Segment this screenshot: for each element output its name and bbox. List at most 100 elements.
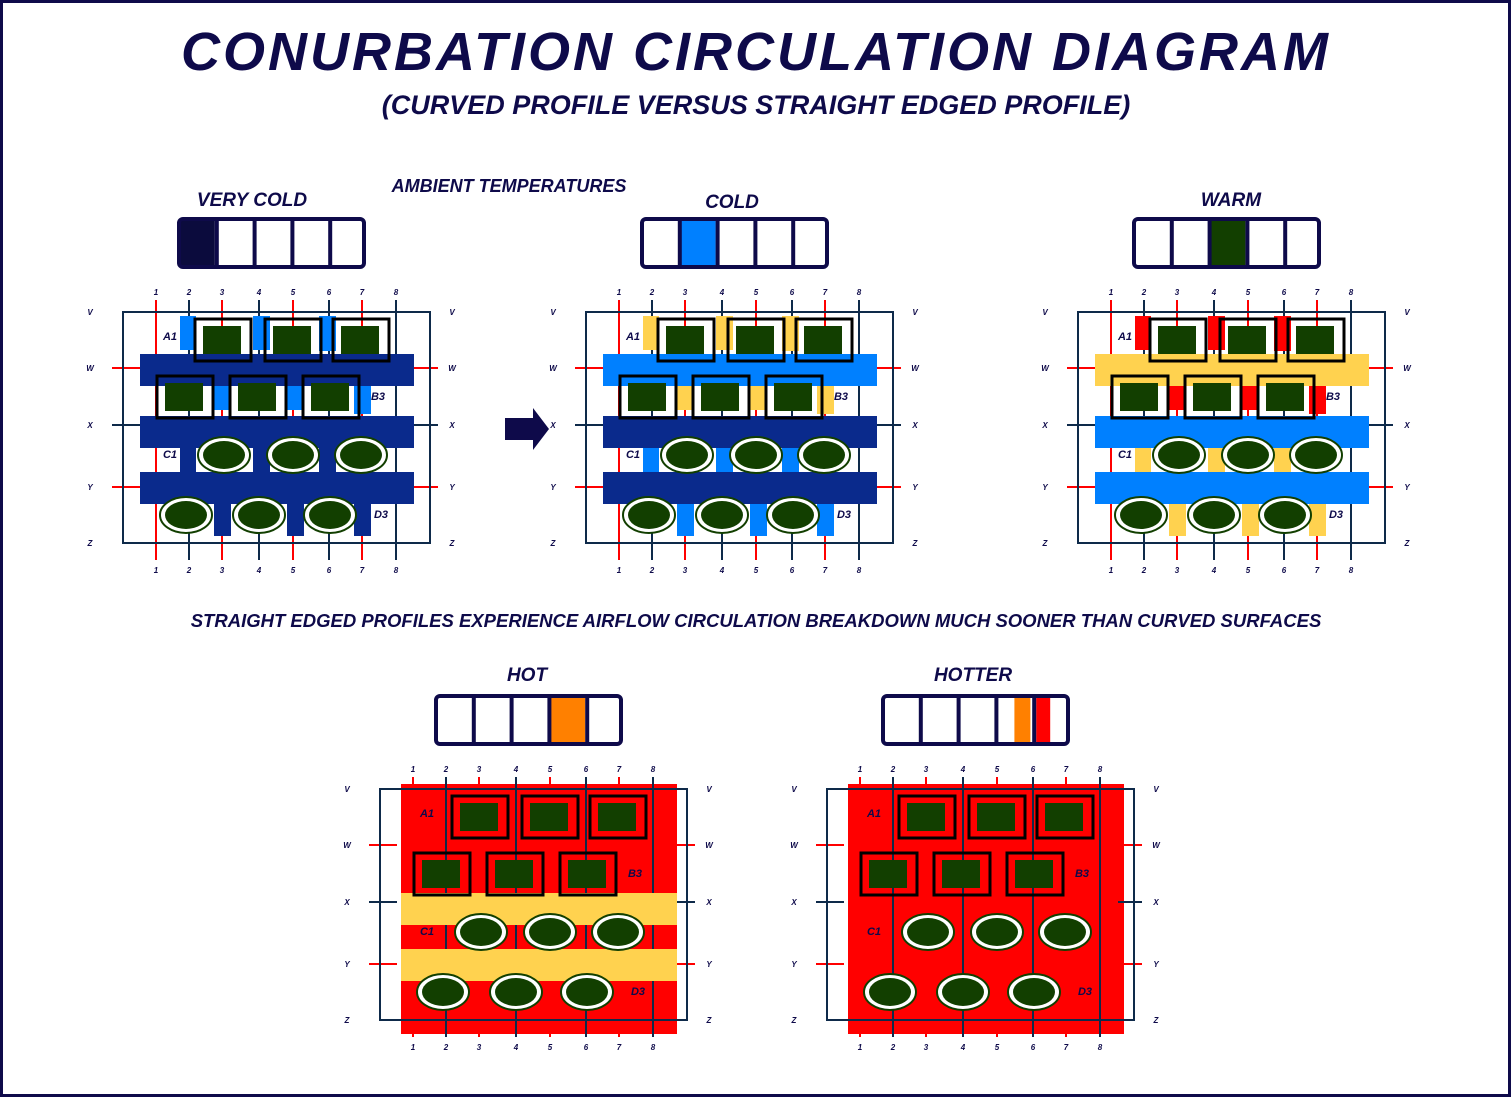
airflow-connector	[643, 448, 659, 472]
indicator-fill	[549, 696, 586, 744]
column-label-top: 2	[649, 288, 655, 297]
column-label-top: 3	[477, 765, 482, 774]
column-label-top: 4	[719, 288, 725, 297]
airflow-band	[140, 354, 414, 386]
straight-profile-building	[1148, 317, 1208, 363]
row-label-right: X	[911, 421, 918, 430]
building-core	[460, 803, 498, 831]
column-label-bottom: 7	[360, 566, 365, 575]
building-core	[340, 441, 382, 469]
building-core	[1045, 803, 1083, 831]
airflow-connector	[1309, 504, 1326, 536]
building-core	[566, 978, 608, 1006]
indicator-fill	[1209, 219, 1246, 267]
column-label-top: 3	[924, 765, 929, 774]
column-label-top: 8	[1098, 765, 1103, 774]
airflow-connector	[1242, 504, 1259, 536]
column-label-top: 4	[1211, 288, 1217, 297]
airflow-connector	[1135, 316, 1151, 350]
row-label-right: X	[705, 898, 712, 907]
building-core	[628, 501, 670, 529]
column-label-bottom: 4	[1211, 566, 1217, 575]
building-core	[907, 803, 945, 831]
column-label-bottom: 5	[995, 1043, 1000, 1052]
row-label-right: Y	[706, 960, 712, 969]
row-label-right: V	[449, 308, 455, 317]
row-label-right: Z	[449, 539, 456, 548]
row-label-left: W	[343, 841, 352, 850]
airflow-band	[603, 354, 877, 386]
temperature-label: COLD	[705, 192, 759, 213]
indicator-frame	[1132, 217, 1321, 269]
column-label-top: 5	[291, 288, 296, 297]
row-label-right: Z	[912, 539, 919, 548]
building-core	[1193, 383, 1231, 411]
straight-profile-building	[897, 794, 957, 840]
row-label-left: Z	[1042, 539, 1049, 548]
building-core	[495, 860, 533, 888]
straight-profile-building	[193, 317, 253, 363]
column-label-bottom: 1	[411, 1043, 416, 1052]
airflow-connector	[716, 448, 733, 472]
straight-profile-building	[263, 317, 323, 363]
indicator-frame	[177, 217, 366, 269]
column-label-bottom: 8	[394, 566, 399, 575]
region-label: C1	[1118, 449, 1132, 461]
column-label-bottom: 8	[651, 1043, 656, 1052]
building-core	[422, 860, 460, 888]
column-label-bottom: 5	[1246, 566, 1251, 575]
row-label-left: X	[86, 421, 93, 430]
row-label-left: Y	[550, 483, 556, 492]
airflow-connector	[180, 448, 196, 472]
airflow-connector	[214, 504, 231, 536]
row-label-left: V	[1042, 308, 1048, 317]
row-label-left: Y	[344, 960, 350, 969]
column-label-bottom: 7	[1064, 1043, 1069, 1052]
building-core	[273, 326, 311, 354]
building-core	[1295, 441, 1337, 469]
region-label: A1	[162, 331, 177, 343]
straight-profile-building	[1183, 374, 1243, 420]
region-label: D3	[1078, 986, 1092, 998]
region-label: A1	[1117, 331, 1132, 343]
panel-frame	[379, 788, 688, 1021]
arrow-right-icon	[505, 408, 549, 450]
airflow-connector	[1169, 504, 1186, 536]
straight-profile-building	[588, 794, 648, 840]
straight-profile-building	[764, 374, 824, 420]
building-core	[165, 501, 207, 529]
building-core	[628, 383, 666, 411]
row-label-right: W	[911, 364, 920, 373]
region-label: A1	[419, 808, 434, 820]
column-label-top: 6	[584, 765, 589, 774]
building-core	[165, 383, 203, 411]
region-label: B3	[1326, 391, 1340, 403]
straight-profile-building	[155, 374, 215, 420]
building-core	[666, 326, 704, 354]
building-core	[1228, 326, 1266, 354]
building-core	[238, 383, 276, 411]
airflow-connector	[1208, 316, 1225, 350]
column-label-bottom: 8	[1349, 566, 1354, 575]
straight-profile-building	[932, 851, 992, 897]
panel-frame	[122, 311, 431, 544]
row-label-left: Y	[87, 483, 93, 492]
temperature-label: VERY COLD	[197, 190, 307, 211]
column-label-bottom: 2	[186, 566, 192, 575]
ambient-temperatures-label: AMBIENT TEMPERATURES	[391, 176, 627, 196]
building-core	[1158, 326, 1196, 354]
row-label-right: Z	[706, 1016, 713, 1025]
row-label-left: W	[1041, 364, 1050, 373]
column-label-top: 1	[617, 288, 622, 297]
column-label-bottom: 6	[1031, 1043, 1036, 1052]
building-core	[1193, 501, 1235, 529]
region-label: C1	[420, 926, 434, 938]
column-label-bottom: 6	[790, 566, 795, 575]
row-label-left: X	[790, 898, 797, 907]
panel-frame	[1077, 311, 1386, 544]
region-label: C1	[867, 926, 881, 938]
